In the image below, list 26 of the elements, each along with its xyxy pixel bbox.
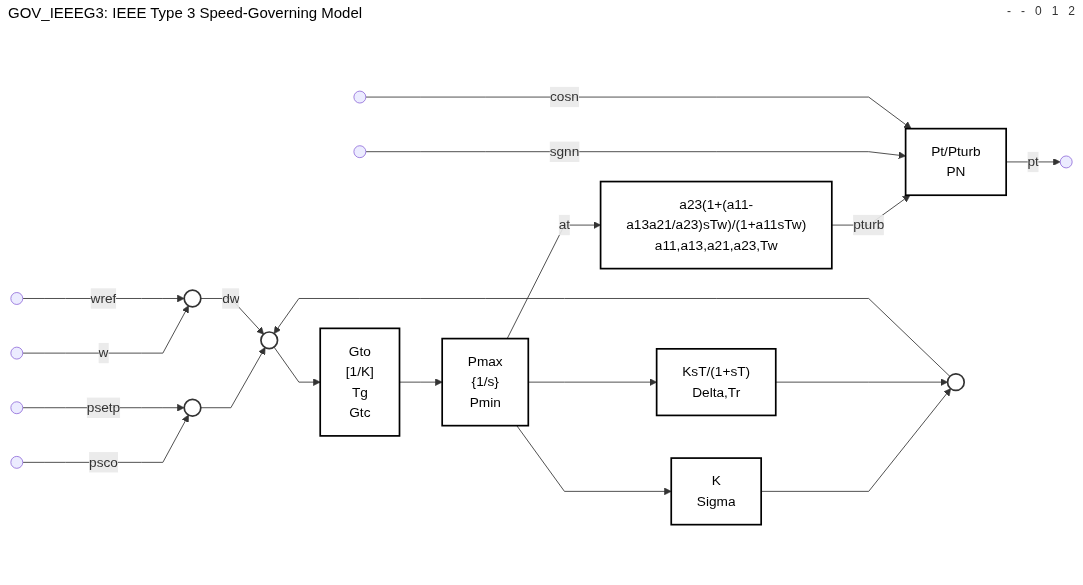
edge-label: pt xyxy=(1027,154,1039,169)
edge-label: pturb xyxy=(853,217,885,232)
diagram-title: GOV_IEEEG3: IEEE Type 3 Speed-Governing Model xyxy=(8,4,363,21)
node-box: a23(1+(a11-a13a21/a23)sTw)/(1+a11sTw) a11,a13,a21,a23,Tw xyxy=(599,180,833,270)
edge-label: sgnn xyxy=(549,143,580,159)
node-box: Gto [1/K] Tg Gtc xyxy=(319,327,401,437)
edge-label: w xyxy=(98,345,109,360)
node-box: KsT/(1+sT) Delta,Tr xyxy=(655,347,777,416)
edge-label: wref xyxy=(90,290,117,306)
node-circle xyxy=(260,330,279,350)
node-box: K Sigma xyxy=(670,457,762,526)
edge-label: psco xyxy=(89,454,118,469)
node-circle xyxy=(183,289,202,308)
edge-label: dw xyxy=(222,290,240,306)
edge-label: psetp xyxy=(86,399,121,415)
sign-label: 2 xyxy=(1068,4,1075,18)
node-circle xyxy=(183,398,202,417)
node-box: Pt/Pturb PN xyxy=(904,127,1007,196)
edge-label: at xyxy=(558,217,571,232)
sign-label: 1 xyxy=(1051,4,1059,18)
node-box: Pmax {1/s} Pmin xyxy=(441,337,530,427)
sign-label: - xyxy=(1020,4,1025,18)
sign-label: - xyxy=(1006,4,1011,18)
sign-label: 0 xyxy=(1034,4,1042,18)
node-circle xyxy=(946,372,966,392)
edge-label: cosn xyxy=(550,89,579,104)
